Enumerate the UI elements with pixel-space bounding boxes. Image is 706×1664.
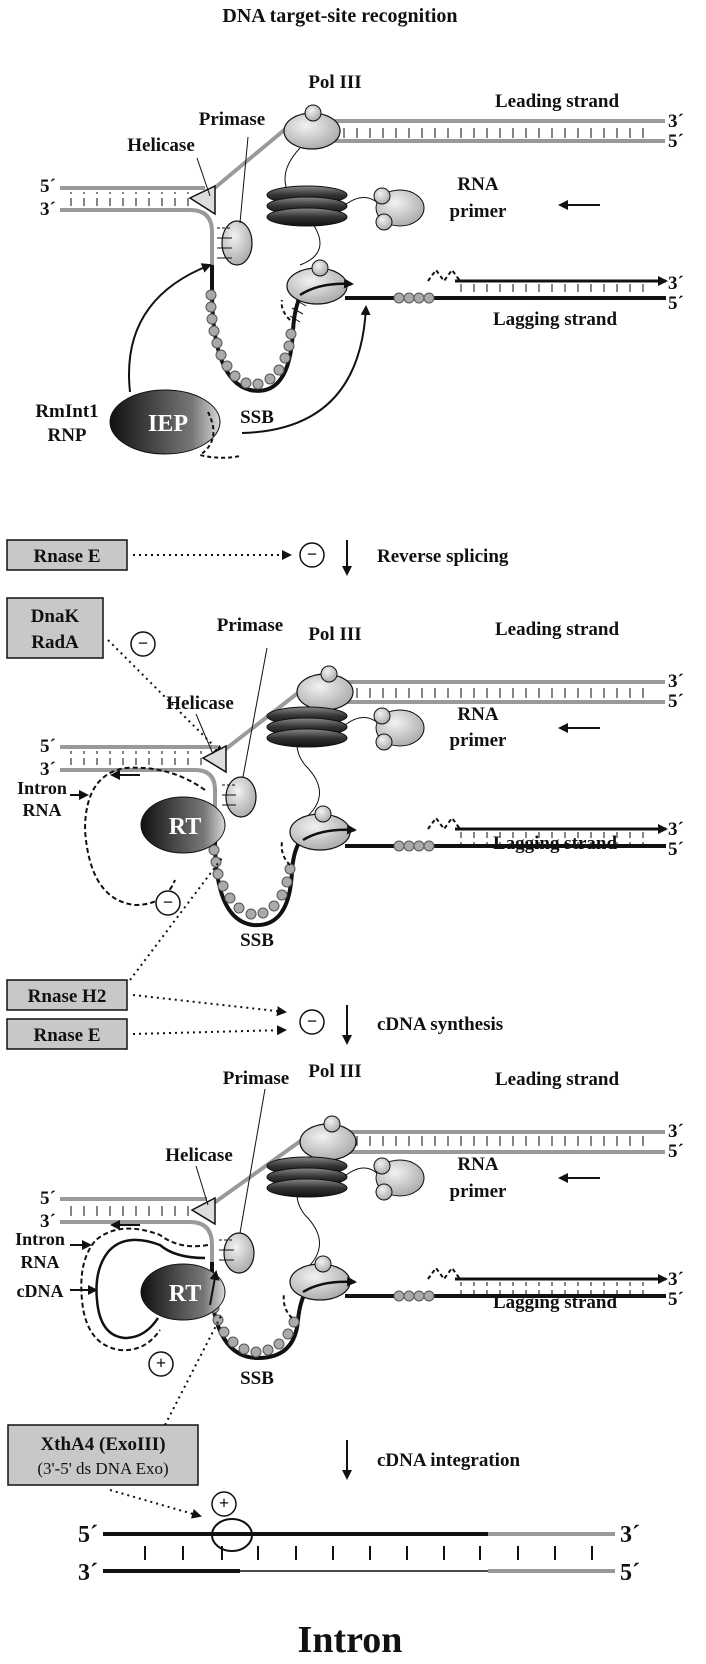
step-cdna-integration: XthA4 (ExoIII) (3'-5' ds DNA Exo) cDNA i… (7, 1313, 520, 1519)
label-5prime-lag-3: 5´ (668, 1289, 684, 1310)
label-rmint1: RmInt1 (35, 401, 98, 422)
label-lagging-strand: Lagging strand (493, 309, 617, 330)
label-3prime-lead: 3´ (668, 111, 684, 132)
label-3prime-lag-3: 3´ (668, 1269, 684, 1290)
label-rna-3: RNA (457, 1154, 498, 1175)
minus-sign-4: − (307, 1011, 317, 1031)
label-leading-strand: Leading strand (495, 91, 619, 112)
label-primase: Primase (199, 109, 265, 130)
box-rnase-e-1-label: Rnase E (33, 546, 100, 567)
plus-sign-2: + (219, 1493, 229, 1513)
diagram-title: DNA target-site recognition (222, 5, 457, 27)
label-5prime: 5´ (40, 176, 56, 197)
label-intron-2: Intron (17, 778, 67, 798)
box-rnase-h2 (6, 979, 128, 1011)
panel-target-site-recognition: Pol III Primase Helicase Leading strand … (35, 72, 684, 459)
label-helicase: Helicase (127, 135, 195, 156)
label-rt-2: RT (169, 1281, 202, 1307)
step-reverse-splicing-label: Reverse splicing (377, 546, 509, 567)
label-pol3-2: Pol III (308, 624, 361, 645)
minus-sign-3: − (163, 892, 173, 912)
label-rna-2: RNA (457, 704, 498, 725)
step-cdna-synthesis-label: cDNA synthesis (377, 1014, 503, 1035)
label-intron-3: Intron (15, 1229, 65, 1249)
label-primer-3: primer (450, 1181, 508, 1202)
iep-shape (109, 389, 221, 455)
nick-circle (211, 1518, 253, 1552)
label-3prime-lag: 3´ (668, 273, 684, 294)
label-3prime: 3´ (40, 199, 56, 220)
ssb-beads (205, 289, 297, 390)
label-3prime-lead-2: 3´ (668, 671, 684, 692)
label-3prime-3: 3´ (40, 1211, 56, 1232)
label-lagging-strand-2: Lagging strand (493, 833, 617, 854)
label-5prime-bottom-right: 5´ (620, 1560, 640, 1586)
label-3prime-lag-2: 3´ (668, 819, 684, 840)
label-intron-rna-2: RNA (23, 800, 62, 820)
label-ssb-2: SSB (240, 930, 274, 951)
box-dnak-rada (6, 597, 104, 659)
label-leading-strand-3: Leading strand (495, 1069, 619, 1090)
label-primase-2: Primase (217, 615, 283, 636)
minus-sign-1: − (307, 544, 317, 564)
box-rada-label: RadA (31, 632, 79, 653)
label-ssb: SSB (240, 407, 274, 428)
plus-sign-1: + (156, 1353, 166, 1373)
label-3prime-lead-3: 3´ (668, 1121, 684, 1142)
label-lagging-strand-3: Lagging strand (493, 1292, 617, 1313)
label-5prime-3: 5´ (40, 1188, 56, 1209)
label-rna: RNA (457, 174, 498, 195)
rt-shape-1 (140, 796, 226, 854)
label-primer-2: primer (450, 730, 508, 751)
clamp-loader-shape (266, 185, 348, 227)
box-rnase-e-2 (6, 1018, 128, 1050)
label-primer: primer (450, 201, 508, 222)
label-5prime-bottom: 5´ (78, 1522, 98, 1548)
label-ssb-3: SSB (240, 1368, 274, 1389)
label-5prime-lead: 5´ (668, 131, 684, 152)
step-cdna-integration-label: cDNA integration (377, 1450, 520, 1471)
box-xtha4 (7, 1424, 199, 1486)
label-3prime-bottom: 3´ (78, 1560, 98, 1586)
label-5prime-lead-3: 5´ (668, 1141, 684, 1162)
label-5prime-2: 5´ (40, 736, 56, 757)
step-cdna-synthesis: Rnase H2 Rnase E − cDNA synthesis (6, 857, 503, 1050)
minus-sign-2: − (138, 633, 148, 653)
label-iep: IEP (148, 411, 188, 437)
label-pol3: Pol III (308, 72, 361, 93)
label-3prime-bottom-right: 3´ (620, 1522, 640, 1548)
label-leading-strand-2: Leading strand (495, 619, 619, 640)
box-xtha4-sub-label: (3'-5' ds DNA Exo) (37, 1459, 168, 1478)
label-rnp: RNP (47, 425, 86, 446)
panel-reverse-splicing: RT − Pol III Primase Helicase Leading st… (17, 615, 684, 951)
label-cdna: cDNA (17, 1281, 64, 1301)
label-5prime-lag-2: 5´ (668, 839, 684, 860)
label-primase-3: Primase (223, 1068, 289, 1089)
label-rt-1: RT (169, 814, 202, 840)
box-dnak-label: DnaK (31, 606, 80, 627)
label-5prime-lag: 5´ (668, 293, 684, 314)
label-helicase-2: Helicase (166, 693, 234, 714)
label-intron-rna-3: RNA (21, 1252, 60, 1272)
step-reverse-splicing: Rnase E − Reverse splicing DnaK RadA − (6, 539, 509, 756)
label-helicase-3: Helicase (165, 1145, 233, 1166)
box-rnase-h2-label: Rnase H2 (28, 986, 107, 1007)
integrated-intron-duplex: 5´ 3´ 3´ 5´ Intron (78, 1518, 640, 1661)
label-intron-bottom: Intron (298, 1619, 403, 1661)
box-rnase-e-1 (6, 539, 128, 571)
box-rnase-e-2-label: Rnase E (33, 1025, 100, 1046)
label-pol3-3: Pol III (308, 1061, 361, 1082)
box-xtha4-label: XthA4 (ExoIII) (40, 1434, 165, 1455)
rt-shape-2 (140, 1263, 226, 1321)
label-3prime-2: 3´ (40, 759, 56, 780)
primase-shape (221, 220, 253, 266)
panel-cdna-synthesis: RT + Pol III Primase Helicase Leading st… (15, 1061, 684, 1389)
label-5prime-lead-2: 5´ (668, 691, 684, 712)
